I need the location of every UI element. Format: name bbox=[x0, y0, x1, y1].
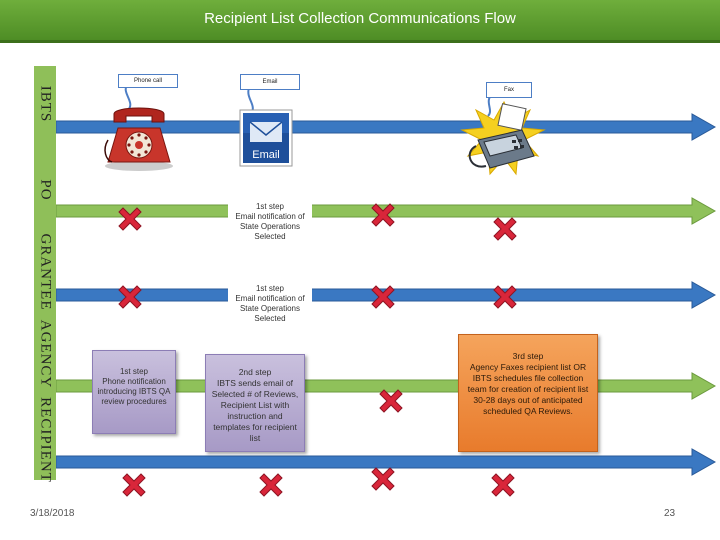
grantee-step-box: 1st step Email notification of State Ope… bbox=[228, 282, 312, 326]
grantee-step-text: Email notification of State Operations S… bbox=[235, 294, 305, 323]
agency-fax-step-label: 3rd step bbox=[512, 351, 544, 361]
email-callout: Email bbox=[240, 74, 300, 90]
email-icon-label: Email bbox=[252, 149, 280, 161]
agency-fax-step-text: Agency Faxes recipient list OR IBTS sche… bbox=[467, 362, 589, 416]
lane-label-agency-bg bbox=[34, 314, 56, 396]
grantee-step-label: 1st step bbox=[255, 284, 284, 293]
x-mark-icon bbox=[118, 207, 142, 231]
x-mark-icon bbox=[371, 203, 395, 227]
lane-label-ibts-bg bbox=[34, 66, 56, 148]
ibts-lane-arrow bbox=[56, 113, 716, 141]
x-mark-icon bbox=[379, 389, 403, 413]
lane-label-recipient-bg bbox=[34, 396, 56, 480]
x-mark-icon bbox=[259, 473, 283, 497]
po-step-text: Email notification of State Operations S… bbox=[235, 212, 305, 241]
x-mark-icon bbox=[371, 285, 395, 309]
lane-label-recipient: RECIPIENT bbox=[37, 397, 54, 483]
po-step-box: 1st step Email notification of State Ope… bbox=[228, 200, 312, 244]
recipient-lane-arrow bbox=[56, 448, 716, 476]
fax-callout: Fax bbox=[486, 82, 532, 98]
lane-label-agency: AGENCY bbox=[37, 319, 54, 389]
agency-phone-step-box: 1st step Phone notification introducing … bbox=[92, 350, 176, 434]
lane-label-grantee: GRANTEE bbox=[37, 233, 54, 311]
agency-email-step-text: IBTS sends email of Selected # of Review… bbox=[211, 378, 299, 443]
agency-phone-step-text: Phone notification introducing IBTS QA r… bbox=[97, 377, 171, 406]
x-mark-icon bbox=[118, 285, 142, 309]
email-icon: Email bbox=[239, 109, 293, 167]
agency-email-step-label: 2nd step bbox=[238, 367, 272, 377]
x-mark-icon bbox=[491, 473, 515, 497]
footer-date: 3/18/2018 bbox=[30, 508, 75, 519]
lane-label-po-bg bbox=[34, 148, 56, 230]
agency-phone-step-label: 1st step bbox=[119, 367, 148, 376]
phone-call-callout: Phone call bbox=[118, 74, 178, 88]
page-number: 23 bbox=[664, 508, 676, 519]
page-title: Recipient List Collection Communications… bbox=[204, 10, 516, 27]
x-mark-icon bbox=[371, 467, 395, 491]
agency-email-step-box: 2nd step IBTS sends email of Selected # … bbox=[205, 354, 305, 452]
x-mark-icon bbox=[493, 217, 517, 241]
title-bar bbox=[0, 0, 720, 43]
fax-machine-icon bbox=[460, 100, 546, 176]
lane-label-po: PO bbox=[37, 179, 54, 201]
po-step-label: 1st step bbox=[255, 202, 284, 211]
x-mark-icon bbox=[493, 285, 517, 309]
telephone-icon bbox=[104, 107, 173, 171]
agency-fax-step-box: 3rd step Agency Faxes recipient list OR … bbox=[458, 334, 598, 452]
x-mark-icon bbox=[122, 473, 146, 497]
lane-label-grantee-bg bbox=[34, 230, 56, 314]
